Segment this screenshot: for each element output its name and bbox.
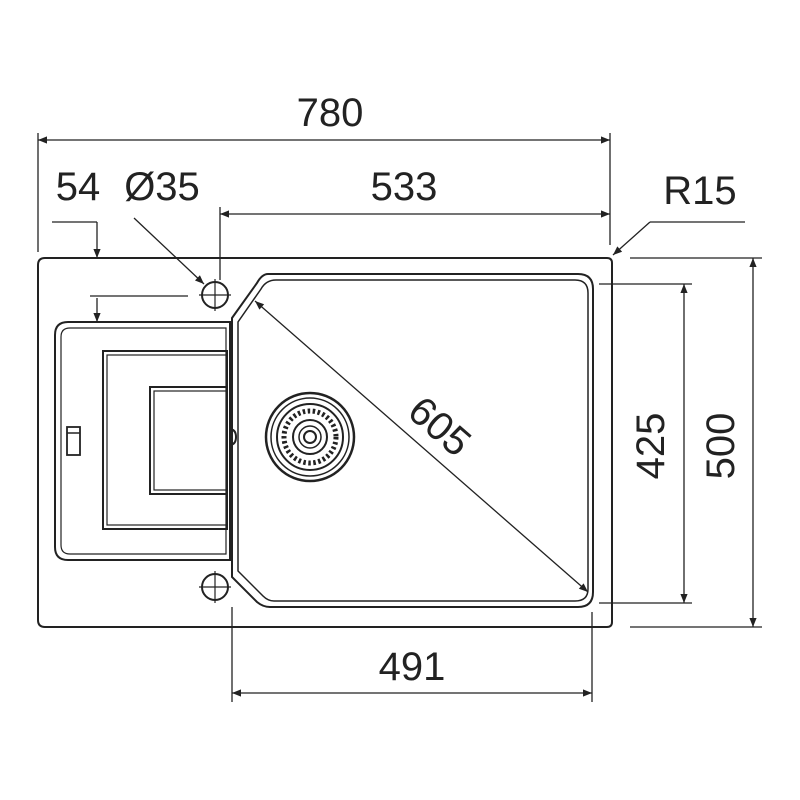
dim-605-line	[254, 300, 589, 593]
dim-35-label: Ø35	[124, 165, 200, 209]
drainer-inner-edge	[60, 327, 227, 555]
dim-r15-leader	[612, 221, 651, 256]
side-button	[228, 428, 238, 446]
drainer-step-small-inner	[153, 390, 228, 491]
tap-hole-bottom	[199, 571, 231, 603]
sink-outer-outline	[37, 257, 613, 628]
dim-780-label: 780	[297, 91, 364, 135]
tap-hole-top	[199, 279, 231, 311]
dim-605-label: 605	[400, 388, 479, 465]
drainer-outline	[54, 321, 231, 561]
bowl-inner-edge	[237, 279, 589, 602]
dim-425-label: 425	[629, 413, 673, 480]
dim-491-label: 491	[379, 645, 446, 689]
bowl-outline	[231, 273, 594, 608]
dim-500-label: 500	[699, 413, 743, 480]
overflow-slot	[66, 426, 81, 456]
drainer-step-large-inner	[106, 354, 228, 526]
dim-35-leader	[133, 217, 205, 285]
dim-r15-label: R15	[663, 169, 736, 213]
drainer-step-small	[149, 386, 228, 495]
dim-533-label: 533	[371, 165, 438, 209]
drain-strainer	[264, 391, 356, 483]
dim-54-label: 54	[56, 165, 101, 209]
drainer-step-large	[102, 350, 228, 530]
